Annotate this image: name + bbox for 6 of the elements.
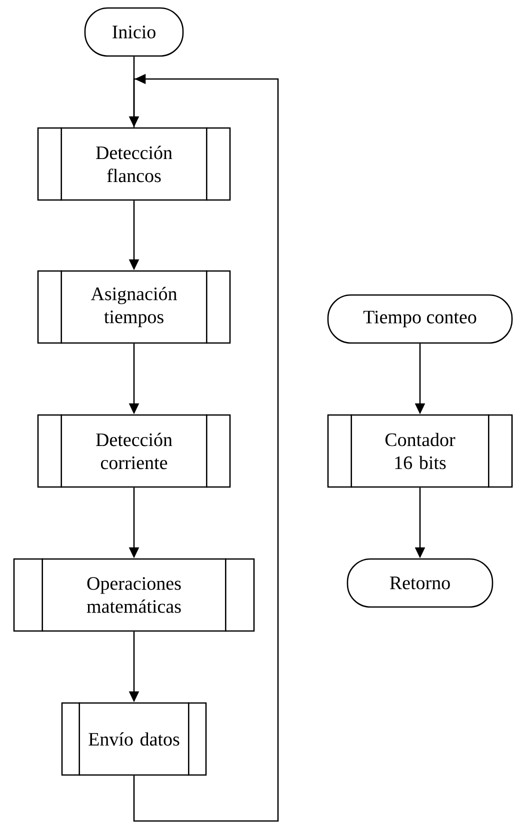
subprocess-box: Envío datos <box>61 702 207 776</box>
subprocess-box: Asignación tiempos <box>37 270 231 344</box>
subprocess-box: Operaciones matemáticas <box>13 558 255 632</box>
subprocess-box: Detección flancos <box>37 127 231 201</box>
subprocess-box: Contador 16 bits <box>327 414 513 488</box>
subprocess-box: Detección corriente <box>37 414 231 488</box>
